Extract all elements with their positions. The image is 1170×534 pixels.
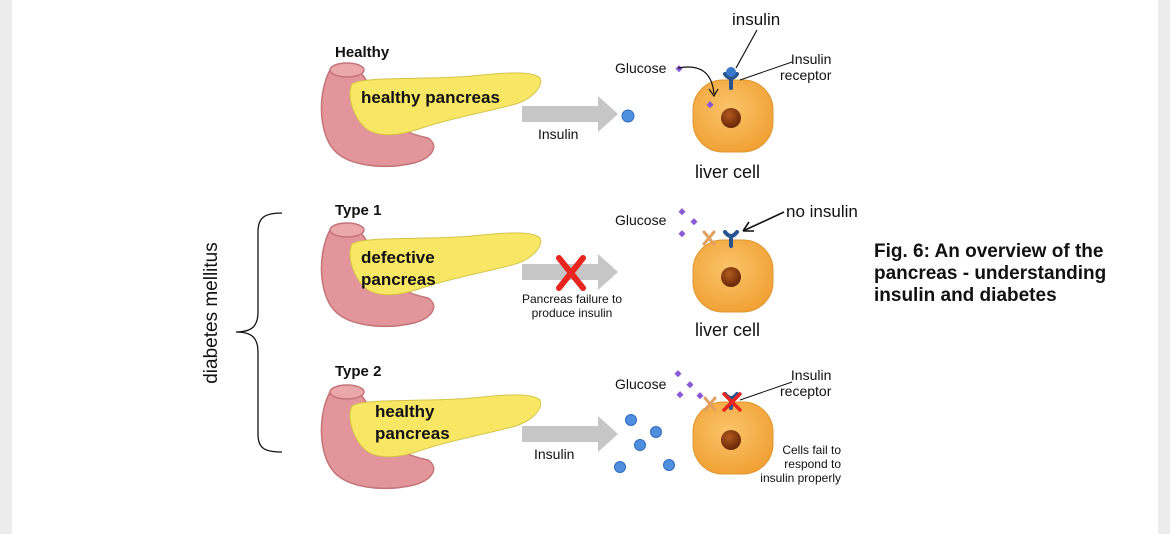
insulin-receptor-type1-icon [723,230,739,248]
diagram-graphics [235,29,793,490]
heading-type1: Type 1 [335,202,382,219]
no-insulin-label: no insulin [786,202,858,221]
glucose-entry-arrow [677,66,715,95]
leader-receptor-healthy [739,61,793,81]
liver-cell-type2 [692,401,774,475]
glucose-channel-type2-icon [703,396,717,412]
arrow-label-healthy: Insulin [538,126,579,142]
glucose-label-healthy: Glucose [615,60,667,76]
receptor-label-type2: Insulin receptor [780,367,832,399]
diabetes-brace [235,212,283,453]
glucose-molecules-type1 [678,208,698,238]
arrow-healthy [522,96,618,132]
leader-receptor-type2 [739,381,793,401]
figure-caption: Fig. 6: An overview of the pancreas - un… [874,241,1107,306]
cell-label-healthy: liver cell [695,162,761,182]
heading-healthy: Healthy [335,44,390,61]
arrow-type2 [522,416,618,452]
no-insulin-arrow [742,211,785,232]
receptor-label-healthy: Insulin receptor [780,51,832,83]
pancreas-label-healthy: healthy pancreas [361,88,500,107]
cell-label-type1: liver cell [695,320,761,340]
pancreas-healthy [320,62,542,168]
insulin-receptor-type2-icon [722,392,742,412]
pancreas-type1 [320,222,542,328]
insulin-molecules-type2 [614,414,675,473]
glucose-label-type1: Glucose [615,212,667,228]
liver-cell-healthy [692,79,774,153]
figure-page: Healthy healthy pancreas Insulin Glucose… [12,0,1158,534]
insulin-receptor-healthy-icon [723,67,739,90]
arrow-label-type2: Insulin [534,446,575,462]
leader-insulin [735,29,758,69]
insulin-molecules-healthy [621,109,635,123]
insulin-label-healthy: insulin [732,10,781,29]
cell-note-type2: Cells fail to respond to insulin properl… [760,443,841,485]
glucose-channel-type1-icon [702,230,716,246]
pancreas-type2 [320,384,542,490]
pancreas-label-type1: defective pancreas [361,248,436,289]
liver-cell-type1 [692,239,774,313]
glucose-label-type2: Glucose [615,376,667,392]
heading-type2: Type 2 [335,363,382,380]
glucose-molecules-healthy [675,65,714,109]
side-label-diabetes: diabetes mellitus [201,242,222,384]
arrow-label-type1: Pancreas failure to produce insulin [521,292,623,320]
glucose-molecules-type2 [674,370,704,400]
failure-x-icon [556,255,586,291]
pancreas-label-type2: healthy pancreas [375,402,450,443]
